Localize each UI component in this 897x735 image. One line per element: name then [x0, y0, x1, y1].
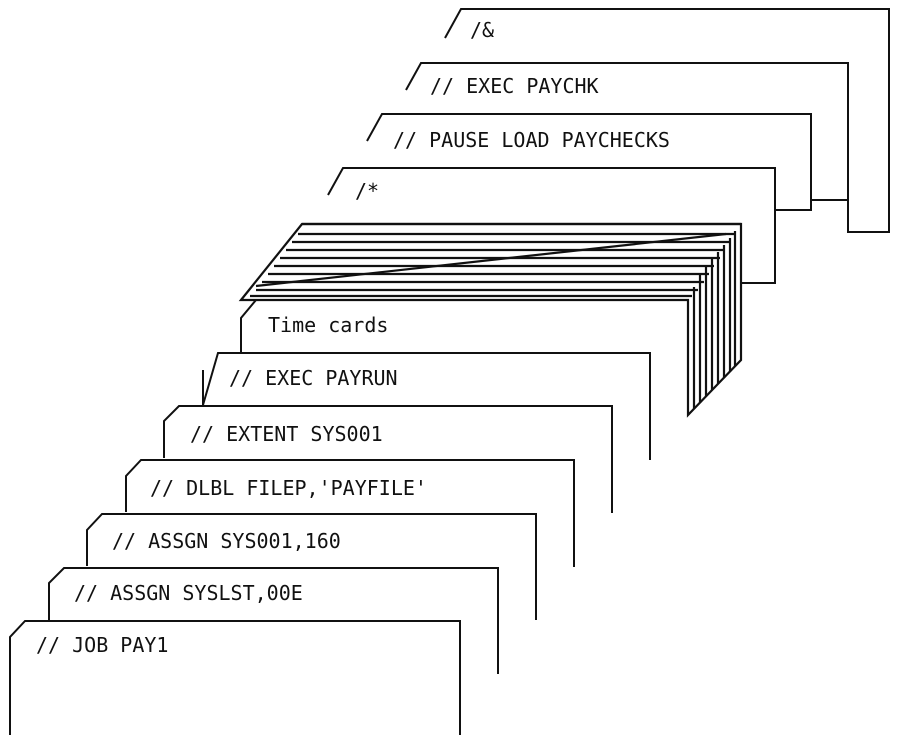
card-text: // PAUSE LOAD PAYCHECKS: [393, 128, 670, 152]
card-text: // EXEC PAYCHK: [430, 74, 599, 98]
card-text: /&: [470, 18, 494, 42]
card-text: /*: [355, 179, 379, 203]
card-text: // DLBL FILEP,'PAYFILE': [150, 476, 427, 500]
card-text: Time cards: [268, 313, 388, 337]
card-text: // EXTENT SYS001: [190, 422, 383, 446]
card-text: // JOB PAY1: [36, 633, 168, 657]
card-text: // ASSGN SYS001,160: [112, 529, 341, 553]
card-text: // EXEC PAYRUN: [229, 366, 398, 390]
card-job: // JOB PAY1: [10, 621, 460, 735]
card-text: // ASSGN SYSLST,00E: [74, 581, 303, 605]
